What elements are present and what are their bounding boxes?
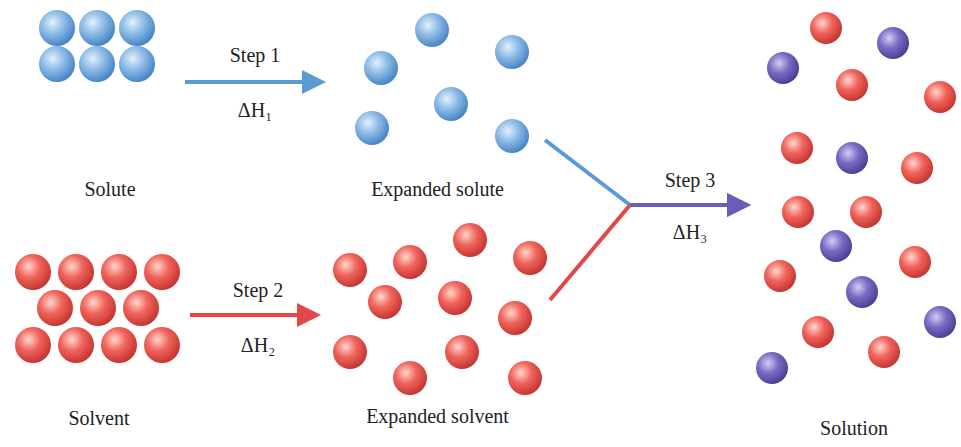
connector-segment [545,140,630,205]
enthalpy-label: ΔH₁ [235,98,275,122]
enthalpy-label: ΔH₂ [238,333,278,357]
step-label: Step 3 [662,168,719,192]
solution-group: Solution [755,8,953,444]
step-arrow [185,82,322,83]
solute-particles [39,10,155,82]
step-arrow [550,205,747,300]
group-label: Expanded solvent [325,404,550,428]
step-label: Step 1 [227,43,284,67]
solvent-group: Solvent [8,248,190,434]
connector-segment [630,203,747,207]
step-label: Step 2 [230,278,287,302]
connector-segment [550,205,630,300]
solvent-particles [15,254,180,363]
step-arrow [190,315,317,316]
step-arrow [545,140,747,205]
expanded-solvent-particles [333,223,547,395]
group-label: Expanded solute [330,177,545,201]
enthalpy-label: ΔH₃ [670,220,710,244]
group-label: Solution [755,416,953,440]
group-label: Solute [35,177,185,201]
connector-segment [630,203,747,207]
connector-segment [185,80,322,84]
connector-segment [190,313,317,317]
expanded-solvent-group: Expanded solvent [325,225,550,432]
expanded-solute-particles [355,13,529,153]
expanded-solute-group: Expanded solute [330,8,545,205]
solution-solute-particles [756,27,956,384]
solution-solvent-particles [764,12,956,368]
group-label: Solvent [8,406,190,430]
solute-group: Solute [35,8,185,205]
